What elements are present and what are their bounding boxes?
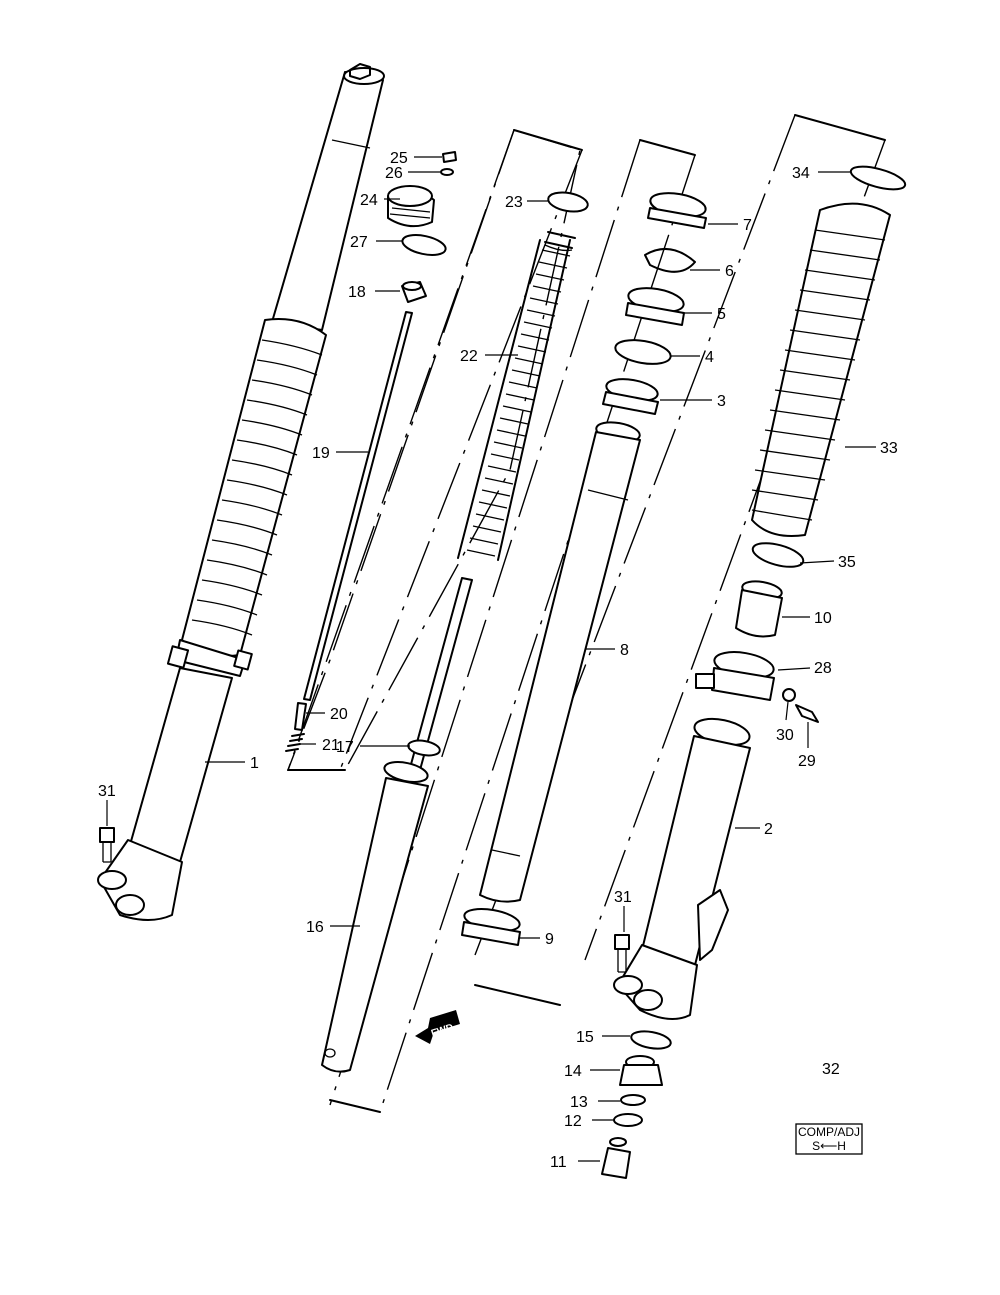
callout-13: 13 bbox=[570, 1094, 588, 1111]
callout-30: 30 bbox=[776, 727, 794, 744]
oring-26 bbox=[440, 168, 454, 176]
callout-2: 2 bbox=[764, 821, 773, 838]
bolt-29 bbox=[795, 704, 819, 723]
clip-6 bbox=[644, 247, 696, 273]
valve-14 bbox=[619, 1055, 663, 1086]
callout-26: 26 bbox=[385, 165, 403, 182]
ring-23 bbox=[547, 191, 589, 213]
callout-15: 15 bbox=[576, 1029, 594, 1046]
callout-6: 6 bbox=[725, 263, 734, 280]
clamp-35 bbox=[751, 542, 805, 568]
callout-31-right: 31 bbox=[614, 889, 632, 906]
clamp-34 bbox=[849, 165, 907, 191]
bolt-31-right bbox=[614, 934, 630, 973]
callout-20: 20 bbox=[330, 706, 348, 723]
outer-tube-2 bbox=[613, 717, 751, 1020]
callout-5: 5 bbox=[717, 306, 726, 323]
callout-23: 23 bbox=[505, 194, 523, 211]
callout-29: 29 bbox=[798, 753, 816, 770]
callout-35: 35 bbox=[838, 554, 856, 571]
inner-tube-8 bbox=[479, 421, 641, 903]
adjuster-11 bbox=[601, 1137, 631, 1179]
callout-14: 14 bbox=[564, 1063, 582, 1080]
boot-33 bbox=[751, 202, 891, 537]
bushing-7 bbox=[647, 192, 707, 229]
callout-18: 18 bbox=[348, 284, 366, 301]
callout-24: 24 bbox=[360, 192, 378, 209]
pin-20 bbox=[294, 702, 307, 731]
callout-8: 8 bbox=[620, 642, 629, 659]
callout-27: 27 bbox=[350, 234, 368, 251]
fork-spring-22 bbox=[457, 231, 576, 561]
callout-28: 28 bbox=[814, 660, 832, 677]
bushing-9 bbox=[461, 908, 521, 946]
callout-7: 7 bbox=[743, 217, 752, 234]
callout-16: 16 bbox=[306, 919, 324, 936]
fork-assembly-left bbox=[97, 63, 385, 921]
callout-19: 19 bbox=[312, 445, 330, 462]
callout-9: 9 bbox=[545, 931, 554, 948]
cap-bolt-24 bbox=[387, 185, 435, 228]
comp-adj-line1: COMP/ADJ bbox=[798, 1125, 860, 1139]
callout-1: 1 bbox=[250, 755, 259, 772]
spring-coils bbox=[466, 249, 571, 557]
ring-15 bbox=[630, 1030, 672, 1050]
ring-12 bbox=[613, 1113, 643, 1127]
guide-10 bbox=[735, 580, 783, 638]
callout-labels: 1 2 3 4 5 6 7 8 9 10 11 12 13 14 15 16 1… bbox=[98, 150, 898, 1171]
callout-17: 17 bbox=[336, 739, 354, 756]
callout-21: 21 bbox=[322, 737, 340, 754]
callout-25: 25 bbox=[390, 150, 408, 167]
comp-adj-line2: S⟵H bbox=[812, 1139, 846, 1153]
callout-31-left: 31 bbox=[98, 783, 116, 800]
oring-27 bbox=[401, 234, 447, 256]
boot-ribs-left bbox=[191, 339, 323, 636]
ring-17 bbox=[407, 739, 441, 757]
callout-34: 34 bbox=[792, 165, 810, 182]
ring-4 bbox=[614, 339, 672, 365]
comp-adj-box: COMP/ADJ S⟵H bbox=[795, 1123, 863, 1155]
rod-19 bbox=[303, 311, 413, 701]
washer-30 bbox=[782, 688, 796, 702]
callout-4: 4 bbox=[705, 349, 714, 366]
leader-lines bbox=[106, 156, 876, 1162]
callout-12: 12 bbox=[564, 1113, 582, 1130]
bolt-31-left bbox=[99, 827, 115, 863]
callout-11: 11 bbox=[550, 1154, 567, 1171]
callout-10: 10 bbox=[814, 610, 832, 627]
boot-ribs-right bbox=[751, 229, 886, 521]
cartridge-16 bbox=[321, 761, 429, 1073]
screw-25 bbox=[442, 151, 457, 163]
callout-32: 32 bbox=[822, 1061, 840, 1078]
bushing-3 bbox=[602, 378, 659, 415]
callout-3: 3 bbox=[717, 393, 726, 410]
callout-33: 33 bbox=[880, 440, 898, 457]
clamp-28 bbox=[695, 651, 775, 701]
callout-22: 22 bbox=[460, 348, 478, 365]
fwd-arrow-icon: FWD bbox=[415, 1010, 460, 1044]
bushing-5 bbox=[625, 287, 685, 326]
spring-21 bbox=[285, 733, 305, 752]
oring-13 bbox=[620, 1094, 646, 1106]
nut-18 bbox=[401, 281, 427, 303]
